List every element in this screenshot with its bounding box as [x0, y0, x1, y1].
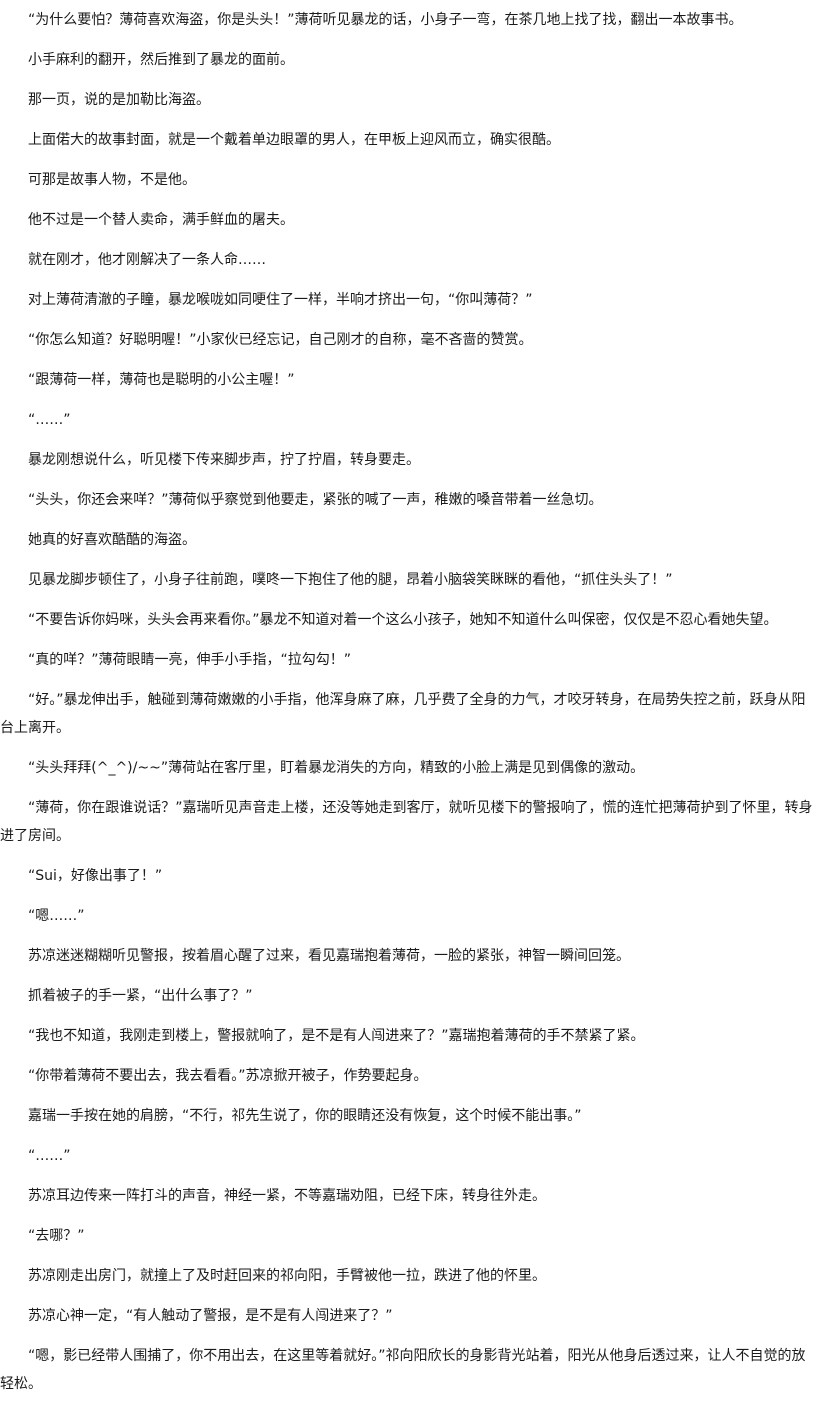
paragraph: 对上薄荷清澈的子瞳，暴龙喉咙如同哽住了一样，半响才挤出一句，“你叫薄荷？”: [28, 292, 533, 308]
paragraph: “去哪？”: [28, 1228, 85, 1244]
paragraph: 嘉瑞一手按在她的肩膀，“不行，祁先生说了，你的眼睛还没有恢复，这个时候不能出事。…: [28, 1108, 582, 1124]
paragraph: 苏凉刚走出房门，就撞上了及时赶回来的祁向阳，手臂被他一拉，跌进了他的怀里。: [28, 1268, 546, 1284]
paragraph: 他不过是一个替人卖命，满手鲜血的屠夫。: [28, 212, 294, 228]
paragraph: 那一页，说的是加勒比海盗。: [28, 92, 210, 108]
paragraph: 她真的好喜欢酷酷的海盗。: [28, 532, 196, 548]
paragraph: “Sui，好像出事了！”: [28, 868, 163, 884]
paragraph: “薄荷，你在跟谁说话？”嘉瑞听见声音走上楼，还没等她走到客厅，就听见楼下的警报响…: [0, 800, 813, 844]
paragraph: 就在刚才，他才刚解决了一条人命……: [28, 252, 266, 268]
paragraph: 抓着被子的手一紧，“出什么事了？”: [28, 988, 253, 1004]
paragraph: “我也不知道，我刚走到楼上，警报就响了，是不是有人闯进来了？”嘉瑞抱着薄荷的手不…: [28, 1028, 645, 1044]
paragraph: “好。”暴龙伸出手，触碰到薄荷嫩嫩的小手指，他浑身麻了麻，几乎费了全身的力气，才…: [0, 692, 806, 736]
paragraph: “……”: [28, 412, 71, 428]
paragraph: “头头，你还会来咩？”薄荷似乎察觉到他要走，紧张的喊了一声，稚嫩的嗓音带着一丝急…: [28, 492, 603, 508]
paragraph: “头头拜拜(^_^)/~~”薄荷站在客厅里，盯着暴龙消失的方向，精致的小脸上满是…: [28, 760, 645, 776]
paragraph: “跟薄荷一样，薄荷也是聪明的小公主喔！”: [28, 372, 295, 388]
paragraph: “……”: [28, 1148, 71, 1164]
paragraph: 见暴龙脚步顿住了，小身子往前跑，噗咚一下抱住了他的腿，昂着小脑袋笑眯眯的看他，“…: [28, 572, 673, 588]
paragraph: 上面偌大的故事封面，就是一个戴着单边眼罩的男人，在甲板上迎风而立，确实很酷。: [28, 132, 560, 148]
paragraph: “不要告诉你妈咪，头头会再来看你。”暴龙不知道对着一个这么小孩子，她知不知道什么…: [28, 612, 778, 628]
paragraph: “真的咩？”薄荷眼睛一亮，伸手小手指，“拉勾勾！”: [28, 652, 352, 668]
paragraph: 苏凉迷迷糊糊听见警报，按着眉心醒了过来，看见嘉瑞抱着薄荷，一脸的紧张，神智一瞬间…: [28, 948, 630, 964]
paragraph: “嗯，影已经带人围捕了，你不用出去，在这里等着就好。”祁向阳欣长的身影背光站着，…: [0, 1348, 806, 1392]
paragraph: 苏凉心神一定，“有人触动了警报，是不是有人闯进来了？”: [28, 1308, 393, 1324]
paragraph: “嗯……”: [28, 908, 85, 924]
paragraph: 可那是故事人物，不是他。: [28, 172, 196, 188]
paragraph: “你怎么知道？好聪明喔！”小家伙已经忘记，自己刚才的自称，毫不吝啬的赞赏。: [28, 332, 533, 348]
paragraph: “你带着薄荷不要出去，我去看看。”苏凉掀开被子，作势要起身。: [28, 1068, 428, 1084]
paragraph: “为什么要怕？薄荷喜欢海盗，你是头头！”薄荷听见暴龙的话，小身子一弯，在茶几地上…: [28, 12, 743, 28]
paragraph: 暴龙刚想说什么，听见楼下传来脚步声，拧了拧眉，转身要走。: [28, 452, 420, 468]
paragraph: 苏凉耳边传来一阵打斗的声音，神经一紧，不等嘉瑞劝阻，已经下床，转身往外走。: [28, 1188, 546, 1204]
paragraph: 小手麻利的翻开，然后推到了暴龙的面前。: [28, 52, 294, 68]
